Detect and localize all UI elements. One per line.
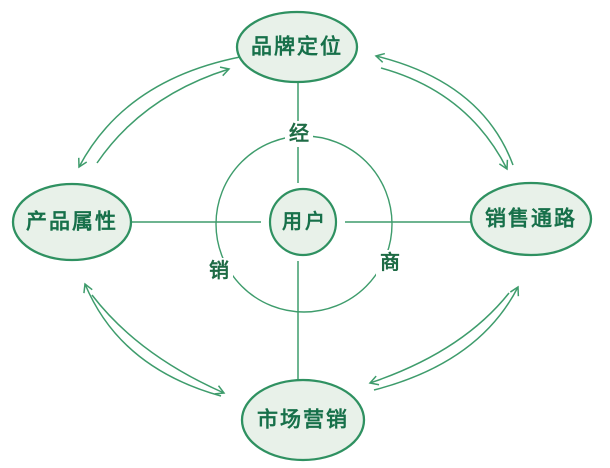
user-circle-label: 用户 xyxy=(282,211,328,233)
arrow-marketing-to-sales xyxy=(373,285,520,391)
ring-char-jing: 经 xyxy=(285,121,313,147)
node-sales-channels-label: 销售通路 xyxy=(485,207,577,231)
node-sales-channels-ellipse xyxy=(469,181,593,257)
arrow-product-to-marketing xyxy=(91,294,226,395)
node-brand-positioning-label: 品牌定位 xyxy=(251,35,343,59)
arrow-sales-to-brand xyxy=(374,52,514,166)
node-marketing-ellipse xyxy=(240,378,366,462)
user-circle xyxy=(268,187,338,257)
node-brand-positioning-ellipse xyxy=(235,10,359,84)
arrow-marketing-to-product xyxy=(83,282,222,397)
arrow-top-right-pair xyxy=(374,52,514,171)
ring-char-xiao: 销 xyxy=(205,258,233,284)
arrow-top-left-pair xyxy=(78,56,241,169)
arrow-product-to-brand xyxy=(96,66,231,164)
arrow-bottom-left-pair xyxy=(83,282,226,397)
arrow-bottom-right-pair xyxy=(368,285,520,391)
arrow-brand-to-sales xyxy=(380,67,509,171)
node-product-attributes-label: 产品属性 xyxy=(26,210,118,234)
ring-char-shang: 商 xyxy=(376,250,404,276)
arrow-brand-to-product xyxy=(78,56,241,169)
node-product-attributes-ellipse xyxy=(11,182,133,262)
node-marketing-label: 市场营销 xyxy=(257,408,349,432)
arrow-sales-to-marketing xyxy=(368,292,510,386)
